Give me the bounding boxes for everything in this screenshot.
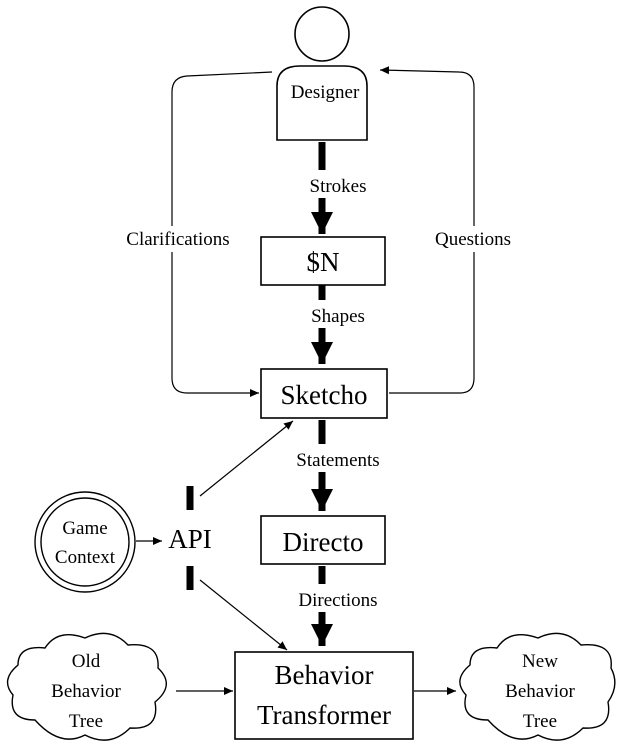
sketcho-rect [260,368,388,419]
api-node: API [168,486,212,590]
behavior-transformer-box: Behavior Transformer [234,651,414,740]
behavior-transformer-label-line2: Transformer [257,700,391,730]
designer-figure: Designer [276,6,368,141]
statements-arrow: Statements [296,420,380,511]
new-behavior-tree-cloud: New Behavior Tree [459,632,616,741]
statements-label: Statements [296,450,379,471]
old-behavior-tree-cloud: Old Behavior Tree [6,632,167,741]
game-context-label-line1: Game [62,518,107,539]
questions-label: Questions [435,229,511,250]
new-tree-label-line1: New [522,651,558,672]
designer-label: Designer [291,82,360,103]
designer-head [294,6,350,62]
directo-label: Directo [283,527,364,557]
old-tree-label-line2: Behavior [51,681,121,702]
n-recognizer-label: $N [307,247,340,277]
questions-label-bg [424,226,524,252]
new-tree-label-line2: Behavior [505,681,575,702]
game-context-inner-circle [40,497,130,587]
clarifications-label: Clarifications [126,229,229,250]
strokes-arrow: Strokes [310,142,367,234]
sketcho-box: Sketcho [260,368,388,419]
new-tree-cloud-shape [459,632,616,741]
strokes-label: Strokes [310,176,367,197]
designer-body [276,65,368,141]
game-context-node: Game Context [34,491,136,593]
new-tree-label-line3: Tree [523,711,557,732]
shapes-label: Shapes [311,306,365,327]
clarifications-label-bg [112,226,246,252]
n-recognizer-box: $N [260,236,386,286]
api-label: API [168,524,212,554]
game-context-label-line2: Context [55,547,116,568]
directo-rect [260,515,386,565]
behavior-transformer-label-line1: Behavior [275,660,374,690]
clarifications-loop: Clarifications [112,71,273,397]
api-to-transformer-arrow [199,579,288,651]
old-tree-label-line1: Old [72,651,101,672]
old-tree-cloud-shape [6,632,167,741]
behavior-transformer-rect [234,651,414,740]
directo-box: Directo [260,515,386,565]
n-recognizer-rect [260,236,386,286]
sketcho-label: Sketcho [281,380,368,410]
directions-label: Directions [298,590,377,611]
old-tree-label-line3: Tree [69,711,103,732]
directions-arrow: Directions [298,566,378,646]
api-to-sketcho-arrow [199,420,294,497]
questions-loop: Questions [379,66,524,394]
shapes-arrow: Shapes [311,285,365,364]
